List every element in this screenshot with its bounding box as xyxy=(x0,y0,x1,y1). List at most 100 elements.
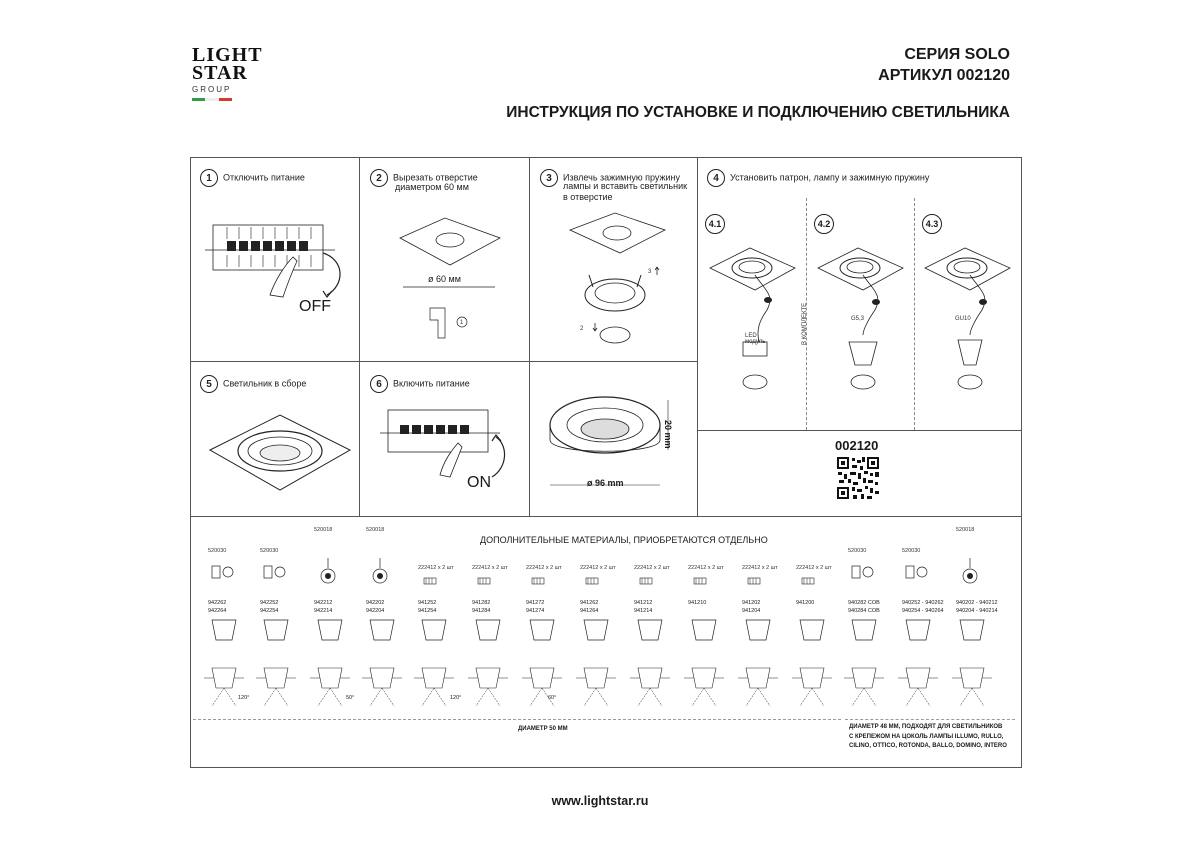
fixture-dimensions-illustration xyxy=(549,396,669,486)
accessory-product-code: 942262 xyxy=(208,600,227,606)
accessory-product-code: 941284 xyxy=(472,608,491,614)
logo-line2: STAR xyxy=(192,62,248,84)
step-2-number: 2 xyxy=(370,169,388,187)
clip-icon xyxy=(531,577,545,585)
lamp-profile-icon xyxy=(684,619,724,707)
step-3-mark-3: 3 xyxy=(648,269,652,275)
step-3-text1: Извлечь зажимную пружину xyxy=(563,172,680,183)
spring-icon xyxy=(372,558,388,584)
ceiling-hole-illustration xyxy=(399,217,501,288)
product-code: 002120 xyxy=(835,438,879,453)
accessory-product-code: 941204 xyxy=(742,608,761,614)
led-label: LED xyxy=(745,333,757,339)
accessory-product-code: 940202 - 940212 xyxy=(956,600,998,606)
accessory-part-label: 520018 xyxy=(956,527,975,533)
accessory-product-code: 942214 xyxy=(314,608,333,614)
on-label: ON xyxy=(467,474,491,491)
brand-logo: LIGHT STAR GROUP xyxy=(192,44,263,118)
step-4-text: Установить патрон, лампу и зажимную пруж… xyxy=(730,172,930,183)
accessory-product-code: 942264 xyxy=(208,608,227,614)
step-2-mark: 1 xyxy=(460,320,464,326)
accessory-part-label: 520030 xyxy=(208,548,227,554)
instruction-frame xyxy=(190,157,1022,768)
g53-lamp-install-illustration xyxy=(817,247,904,390)
lamp-profile-icon xyxy=(844,619,884,707)
height-dimension: 20 mm xyxy=(663,420,673,449)
lamp-profile-icon xyxy=(792,619,832,707)
step-3-text2: лампы и вставить светильник xyxy=(563,181,688,191)
step-4-number: 4 xyxy=(707,169,725,187)
step-2-text1: Вырезать отверстие xyxy=(393,172,478,183)
beam-angle-label: 50° xyxy=(346,695,355,701)
accessory-product-code: 942252 xyxy=(260,600,279,606)
gu10-lamp-install-illustration xyxy=(924,247,1011,390)
accessory-product-code: 941212 xyxy=(634,600,653,606)
accessory-product-code: 942212 xyxy=(314,600,333,606)
lamp-profile-icon xyxy=(414,619,454,707)
accessory-part-label: 520018 xyxy=(314,527,333,533)
diameter-48-line1: ДИАМЕТР 48 ММ, ПОДХОДЯТ ДЛЯ СВЕТИЛЬНИКОВ xyxy=(849,724,1003,730)
clip-icon xyxy=(585,577,599,585)
step-2-text2: диаметром 60 мм xyxy=(395,182,469,192)
step-5-number: 5 xyxy=(200,375,218,393)
led-module-install-illustration xyxy=(709,247,796,390)
accessory-product-code: 940252 - 940262 xyxy=(902,600,944,606)
accessory-product-code: 941214 xyxy=(634,608,653,614)
diameter-50-label: ДИАМЕТР 50 ММ xyxy=(518,726,568,732)
accessory-product-code: 941210 xyxy=(688,600,707,606)
article-label: АРТИКУЛ 002120 xyxy=(878,67,1010,84)
diameter-dimension: ø 96 mm xyxy=(587,478,624,488)
diameter-48-line3: CILINO, OTTICO, ROTONDA, BALLO, DOMINO, … xyxy=(849,743,1007,749)
step-3-mark-2: 2 xyxy=(580,326,584,332)
socket-icon xyxy=(851,565,874,579)
website-link[interactable]: www.lightstar.ru xyxy=(551,794,649,808)
accessory-product-code: 940254 - 940264 xyxy=(902,608,944,614)
step-3-text3: в отверстие xyxy=(563,192,613,202)
accessory-product-code: 941282 xyxy=(472,600,491,606)
lamp-profile-icon xyxy=(898,619,938,707)
step-4-caption: 4 Установить патрон, лампу и зажимную пру… xyxy=(707,169,929,187)
clip-icon xyxy=(477,577,491,585)
accessories-title: ДОПОЛНИТЕЛЬНЫЕ МАТЕРИАЛЫ, ПРИОБРЕТАЮТСЯ … xyxy=(480,535,768,545)
led-module-label: модуль xyxy=(745,339,766,345)
step-6-number: 6 xyxy=(370,375,388,393)
accessory-product-code: 941264 xyxy=(580,608,599,614)
circuit-breaker-off-illustration xyxy=(205,224,341,299)
lamp-profile-icon xyxy=(468,619,508,707)
logo-line1: LIGHT xyxy=(192,44,263,66)
included-label: В КОМПЛЕКТЕ xyxy=(802,302,808,345)
accessory-part-label: 222412 x 2 шт xyxy=(796,565,832,571)
step-1-number: 1 xyxy=(200,169,218,187)
lamp-profile-icon xyxy=(522,619,562,707)
accessory-product-code: 941254 xyxy=(418,608,437,614)
spring-icon xyxy=(320,558,336,584)
clip-icon xyxy=(423,577,437,585)
accessory-part-label: 520030 xyxy=(260,548,279,554)
saw-icon xyxy=(429,307,468,339)
circuit-breaker-on-illustration xyxy=(380,409,506,478)
diam-50-divider xyxy=(193,719,841,720)
lamp-profile-icon xyxy=(738,619,778,707)
lamp-profile-icon xyxy=(204,619,244,707)
insert-fixture-illustration xyxy=(568,212,667,344)
gu10-label: GU10 xyxy=(955,316,971,322)
assembled-fixture-illustration xyxy=(208,414,352,491)
spring-icon xyxy=(962,558,978,584)
lamp-profile-icon xyxy=(630,619,670,707)
accessory-part-label: 520018 xyxy=(366,527,385,533)
accessory-part-label: 222412 x 2 шт xyxy=(634,565,670,571)
accessory-product-code: 941262 xyxy=(580,600,599,606)
accessory-product-code: 941200 xyxy=(796,600,815,606)
step-4-2-number: 4.2 xyxy=(814,214,834,234)
accessory-part-label: 222412 x 2 шт xyxy=(688,565,724,571)
lamp-profile-icon xyxy=(576,619,616,707)
accessory-part-label: 222412 x 2 шт xyxy=(742,565,778,571)
accessory-part-label: 222412 x 2 шт xyxy=(580,565,616,571)
logo-line3: GROUP xyxy=(192,85,232,94)
socket-icon xyxy=(211,565,234,579)
clip-icon xyxy=(639,577,653,585)
clip-icon xyxy=(801,577,815,585)
